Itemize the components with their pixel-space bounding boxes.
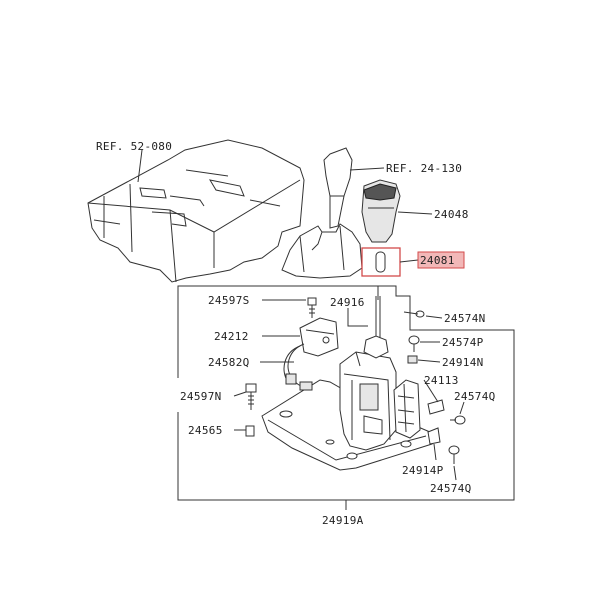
shift-knob: [361, 179, 401, 243]
bolt-24597n: [245, 383, 257, 410]
console-cover: [87, 139, 305, 283]
screw-24574p: [408, 335, 420, 352]
label-24916: 24916: [330, 296, 365, 309]
label-24574q-lower: 24574Q: [430, 482, 472, 495]
label-24597n: 24597N: [180, 390, 222, 403]
label-24574q-upper: 24574Q: [454, 390, 496, 403]
label-24582q: 24582Q: [208, 356, 250, 369]
label-24048: 24048: [434, 208, 469, 221]
label-24574p: 24574P: [442, 336, 484, 349]
shift-boot-assembly: [281, 147, 363, 279]
label-24113: 24113: [424, 374, 459, 387]
screw-24574n: [403, 310, 425, 318]
nut-24914n: [407, 355, 418, 364]
highlighted-part-24081: [361, 247, 401, 277]
bracket-24914p: [427, 427, 441, 445]
label-24565: 24565: [188, 424, 223, 437]
highlight-24081: [417, 251, 465, 269]
leader-lines: [137, 149, 465, 481]
label-24914p: 24914P: [402, 464, 444, 477]
label-ref-24-130: REF. 24-130: [386, 162, 462, 175]
clip-24565: [245, 425, 255, 437]
label-24081: 24081: [420, 254, 455, 267]
label-24914n: 24914N: [442, 356, 484, 369]
bolt-24597s: [307, 297, 317, 318]
label-24919a: 24919A: [322, 514, 364, 527]
clip-24113: [427, 399, 445, 415]
label-24212: 24212: [214, 330, 249, 343]
label-24574n: 24574N: [444, 312, 486, 325]
label-24597s: 24597S: [208, 294, 250, 307]
solenoid-bracket: [283, 317, 339, 391]
screw-24574q-lower: [448, 445, 460, 464]
part-labels: REF. 52-080 REF. 24-130 24048 24081 2459…: [96, 140, 496, 527]
shifter-body: [339, 296, 421, 451]
label-ref-52-080: REF. 52-080: [96, 140, 172, 153]
screw-24574q-upper: [450, 415, 466, 425]
